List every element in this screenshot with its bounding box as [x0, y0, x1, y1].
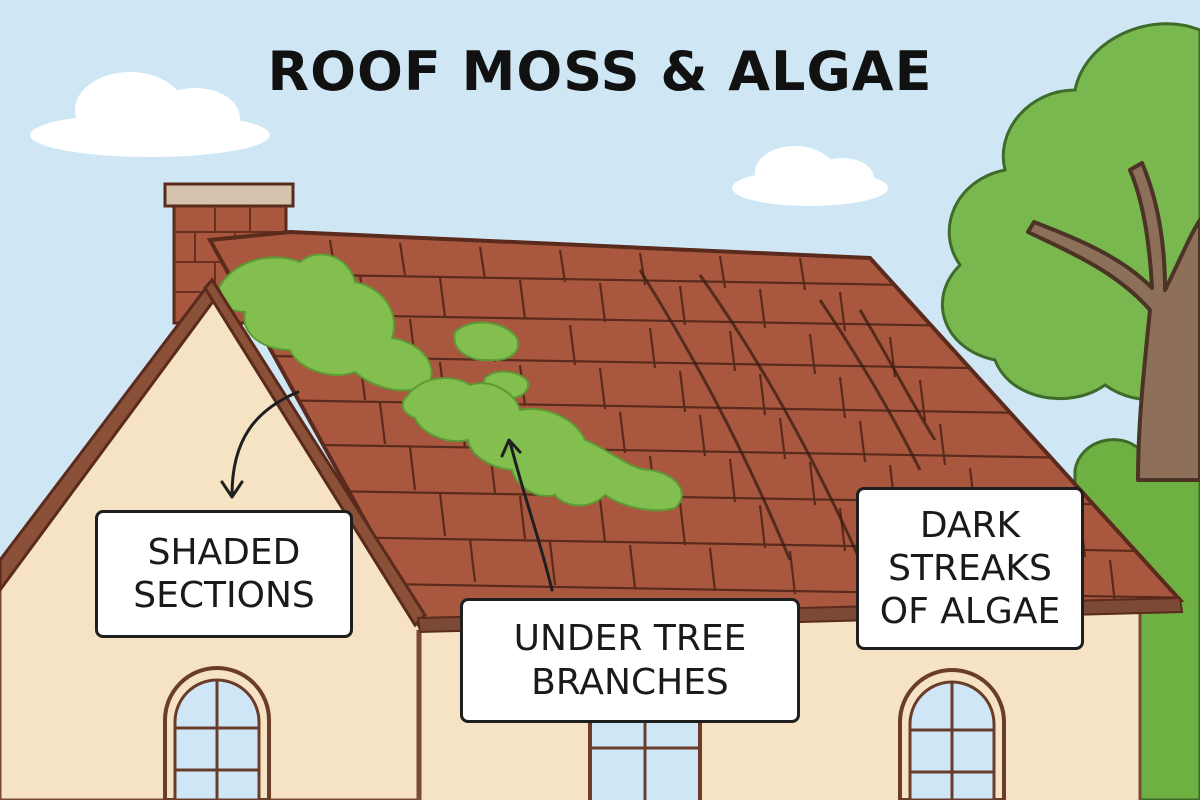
arrow-shaded	[220, 390, 300, 499]
callout-dark-streaks: DARK STREAKS OF ALGAE	[856, 487, 1084, 650]
cloud-right	[732, 146, 888, 206]
callout-shaded-sections: SHADED SECTIONS	[95, 510, 353, 638]
window-center	[588, 718, 702, 800]
moss-patches	[215, 253, 683, 512]
window-left	[163, 666, 271, 800]
page-title: ROOF MOSS & ALGAE	[267, 40, 933, 103]
tree-foliage	[941, 22, 1200, 402]
arrow-tree	[500, 438, 554, 592]
cloud-left	[30, 72, 270, 157]
callout-under-tree-branches: UNDER TREE BRANCHES	[460, 598, 800, 723]
algae-streaks	[638, 269, 937, 561]
window-right	[898, 668, 1006, 800]
tree-trunk	[1026, 161, 1200, 482]
